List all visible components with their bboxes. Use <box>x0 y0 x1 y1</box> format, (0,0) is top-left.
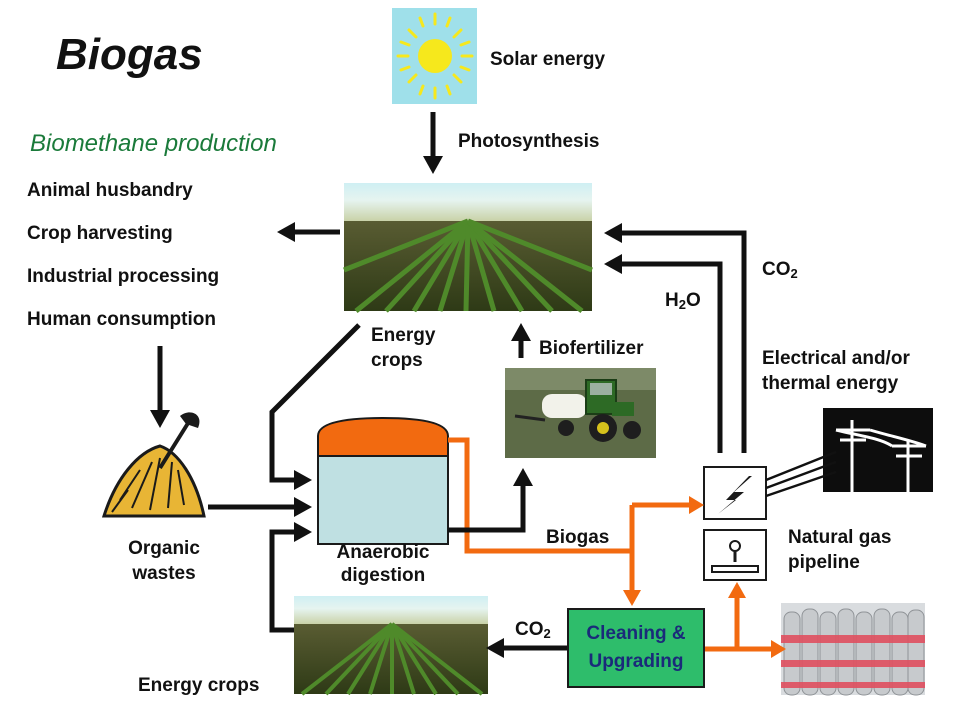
organic-line1: Organic <box>128 538 200 559</box>
energy-crops-field-top <box>343 183 593 313</box>
biogas-label: Biogas <box>546 527 610 548</box>
subtitle: Biomethane production <box>30 130 277 157</box>
energy-crops-bottom-label: Energy crops <box>138 675 260 696</box>
anaerobic-line1: Anaerobic <box>336 542 430 563</box>
use-item-human-consumption: Human consumption <box>27 309 216 330</box>
electrical-line1: Electrical and/or <box>762 348 910 369</box>
h2o-subscript: 2 <box>678 297 686 312</box>
energy-crops-field-bottom <box>294 596 488 696</box>
tractor-image <box>505 368 656 458</box>
natural-gas-line2: pipeline <box>788 552 860 574</box>
cleaning-line1: Cleaning & <box>586 623 686 645</box>
page-title: Biogas <box>56 30 203 79</box>
anaerobic-line2: digestion <box>340 564 426 586</box>
natural-gas-pipeline-label: Natural gas pipeline <box>788 525 891 575</box>
power-plant-icon <box>703 466 767 520</box>
power-transmission-lines <box>765 450 837 498</box>
h2o-o: O <box>685 290 701 311</box>
natural-gas-line1: Natural gas <box>788 527 892 548</box>
co2-bottom-subscript: 2 <box>543 626 551 641</box>
organic-line2: wastes <box>132 563 196 585</box>
anaerobic-digestion-label: Anaerobic digestion <box>313 542 453 588</box>
use-item-crop-harvesting: Crop harvesting <box>27 223 173 244</box>
digester-tank <box>317 416 449 545</box>
cleaning-line2: Upgrading <box>588 651 684 672</box>
black-flow-lines <box>157 112 747 651</box>
uses-list: Animal husbandry Crop harvesting Industr… <box>27 176 219 348</box>
co2-bottom-main: CO <box>515 619 544 640</box>
photosynthesis-label: Photosynthesis <box>458 131 600 152</box>
energy-crops-top-line1: Energy <box>371 325 436 346</box>
black-flow-arrowheads <box>150 156 622 658</box>
biofertilizer-label: Biofertilizer <box>539 338 644 359</box>
gas-pipeline-icon <box>703 529 767 581</box>
h2o-label: H2O <box>665 288 701 313</box>
h2o-h: H <box>665 290 679 311</box>
co2-top-subscript: 2 <box>790 266 798 281</box>
electrical-thermal-label: Electrical and/or thermal energy <box>762 346 910 396</box>
co2-bottom-label: CO2 <box>515 617 551 642</box>
energy-crops-top-label: Energy crops <box>371 323 435 373</box>
organic-wastes-label: Organic wastes <box>94 536 234 586</box>
cleaning-upgrading-box: Cleaning & Upgrading <box>567 608 705 688</box>
use-item-industrial-processing: Industrial processing <box>27 266 220 287</box>
biogas-flow-lines <box>448 437 773 652</box>
co2-top-label: CO2 <box>762 257 798 282</box>
gas-cylinders-image <box>781 603 925 696</box>
co2-top-main: CO <box>762 259 791 280</box>
sun-image <box>392 8 477 104</box>
use-item-animal-husbandry: Animal husbandry <box>27 180 193 201</box>
energy-crops-top-line2: crops <box>371 350 423 372</box>
power-lines-image <box>823 408 933 492</box>
biogas-flow-arrowheads <box>623 496 786 658</box>
organic-waste-image <box>101 412 206 518</box>
solar-energy-label: Solar energy <box>490 49 606 70</box>
electrical-line2: thermal energy <box>762 373 899 395</box>
